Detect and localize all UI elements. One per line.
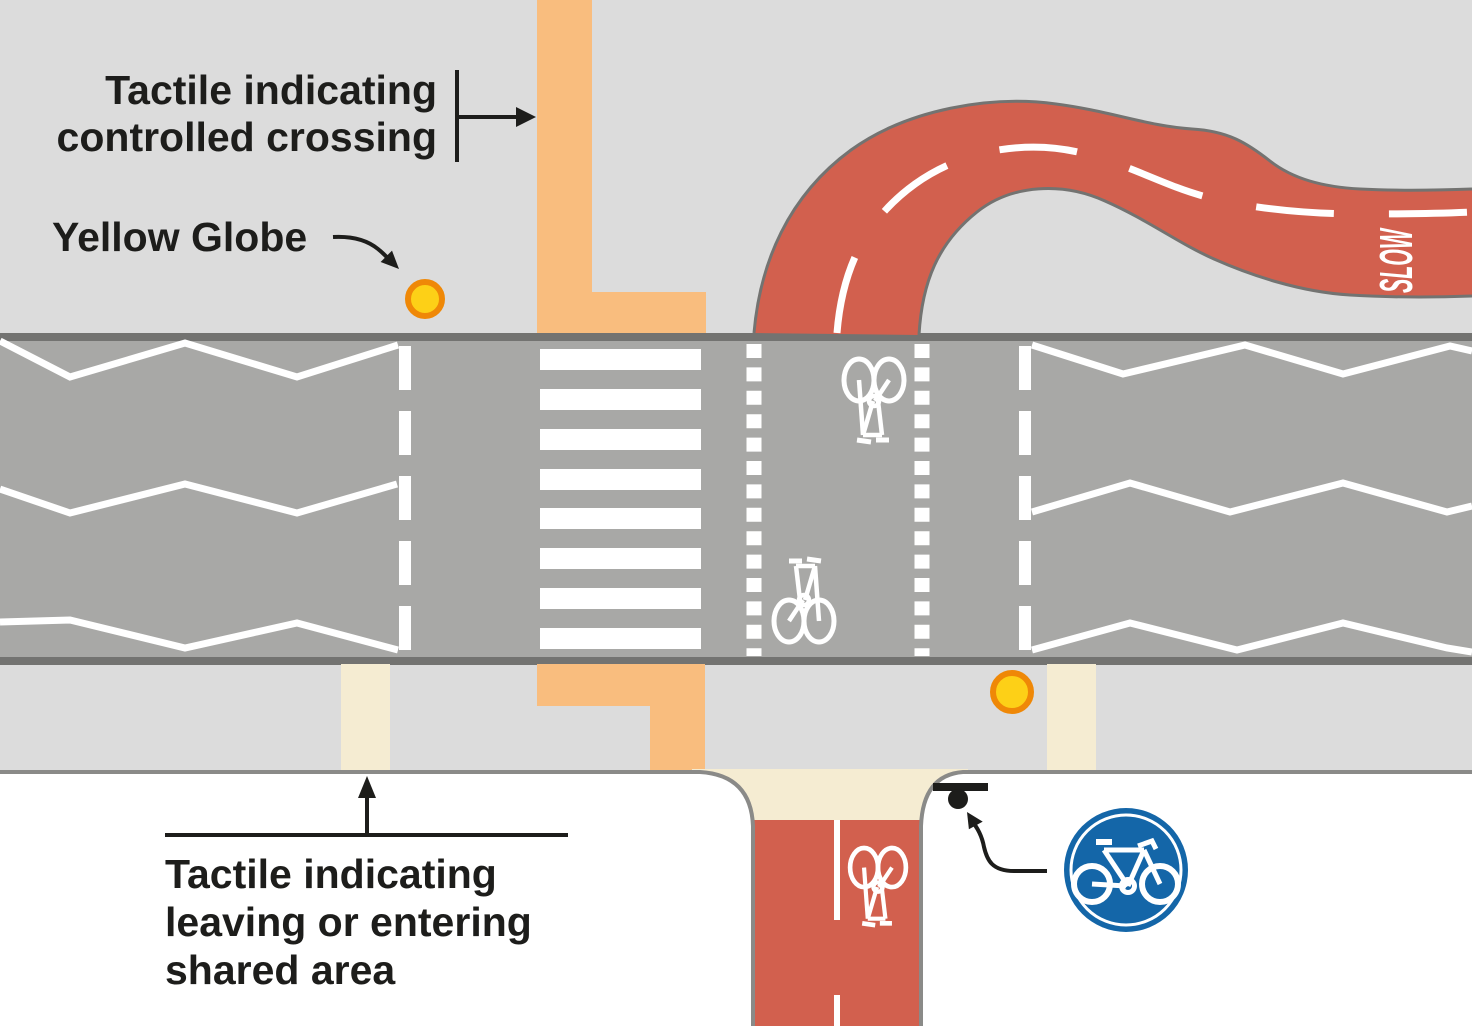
cycle-track-surface	[754, 101, 1472, 336]
zebra-stripe	[540, 429, 701, 450]
arrowhead-icon	[380, 250, 399, 269]
zigzag-line	[0, 616, 399, 654]
sign-white-ring	[1069, 813, 1183, 927]
zigzag-line	[0, 480, 398, 517]
tactile-strip-vertical	[537, 0, 592, 333]
zebra-crossing	[540, 349, 701, 649]
tactile-strip-foot	[592, 292, 706, 333]
zebra-stripe	[540, 548, 701, 569]
zebra-stripe	[540, 588, 701, 609]
annotation-shared-area: Tactile indicating leaving or entering s…	[165, 776, 568, 993]
cycle-track-outer-edge	[752, 99, 1472, 334]
beacon-leader-arrow	[967, 812, 1047, 873]
label-controlled-crossing-line1: Tactile indicating	[105, 67, 437, 113]
footway-right	[921, 772, 1472, 1026]
cycle-route-sign	[1064, 808, 1188, 932]
road	[0, 333, 1472, 665]
lane-dashed-lines	[399, 346, 1031, 657]
zigzag-line	[0, 337, 400, 381]
zigzag-line	[1030, 341, 1472, 378]
beacon-pole-dot	[948, 789, 968, 809]
zebra-stripe	[540, 628, 701, 649]
yellow-globe-icon	[405, 279, 445, 319]
tactile-strip-horizontal	[537, 664, 705, 706]
zigzag-line	[1031, 479, 1472, 516]
label-controlled-crossing-line2: controlled crossing	[57, 114, 437, 160]
bicycle-sign-icon	[1071, 837, 1181, 905]
tactile-shared-area-strip	[341, 664, 390, 770]
cycle-track-curve: SLOW	[752, 99, 1472, 336]
label-yellow-globe: Yellow Globe	[52, 214, 307, 260]
arrowhead-icon	[516, 107, 536, 127]
arrowhead-icon	[967, 812, 983, 830]
tactile-strip-bottom	[537, 664, 705, 770]
tactile-shared-area-strip	[1047, 664, 1096, 770]
zebra-stripe	[540, 389, 701, 410]
cycle-track-centerline	[833, 143, 1472, 334]
zigzag-markings	[0, 337, 1472, 656]
tactile-paving	[341, 0, 1096, 770]
kerb-line-left	[0, 770, 755, 1026]
slow-marking-text: SLOW	[1370, 227, 1422, 293]
tactile-strip-leg	[650, 700, 705, 770]
annotation-controlled-crossing: Tactile indicating controlled crossing	[57, 67, 536, 162]
beacon-pole-bar	[933, 783, 988, 791]
leader-line	[969, 818, 1047, 873]
cycle-crossing-markings	[746, 344, 930, 656]
arrowhead-icon	[358, 776, 376, 798]
label-shared-area-line2: leaving or entering	[165, 899, 532, 945]
zebra-stripe	[540, 349, 701, 370]
cycle-track-inner-edge	[917, 187, 1472, 336]
beacon-pole-icon	[933, 783, 988, 809]
kerb-line-right	[919, 770, 1472, 1026]
annotation-yellow-globe: Yellow Globe	[52, 214, 399, 269]
tactile-strip-controlled-crossing	[537, 0, 706, 333]
road-surface	[0, 341, 1472, 657]
yellow-globe-icon	[990, 670, 1034, 714]
zebra-stripe	[540, 508, 701, 529]
label-shared-area-line3: shared area	[165, 947, 396, 993]
label-shared-area-line1: Tactile indicating	[165, 851, 497, 897]
zebra-stripe	[540, 469, 701, 490]
zigzag-line	[1031, 619, 1472, 656]
